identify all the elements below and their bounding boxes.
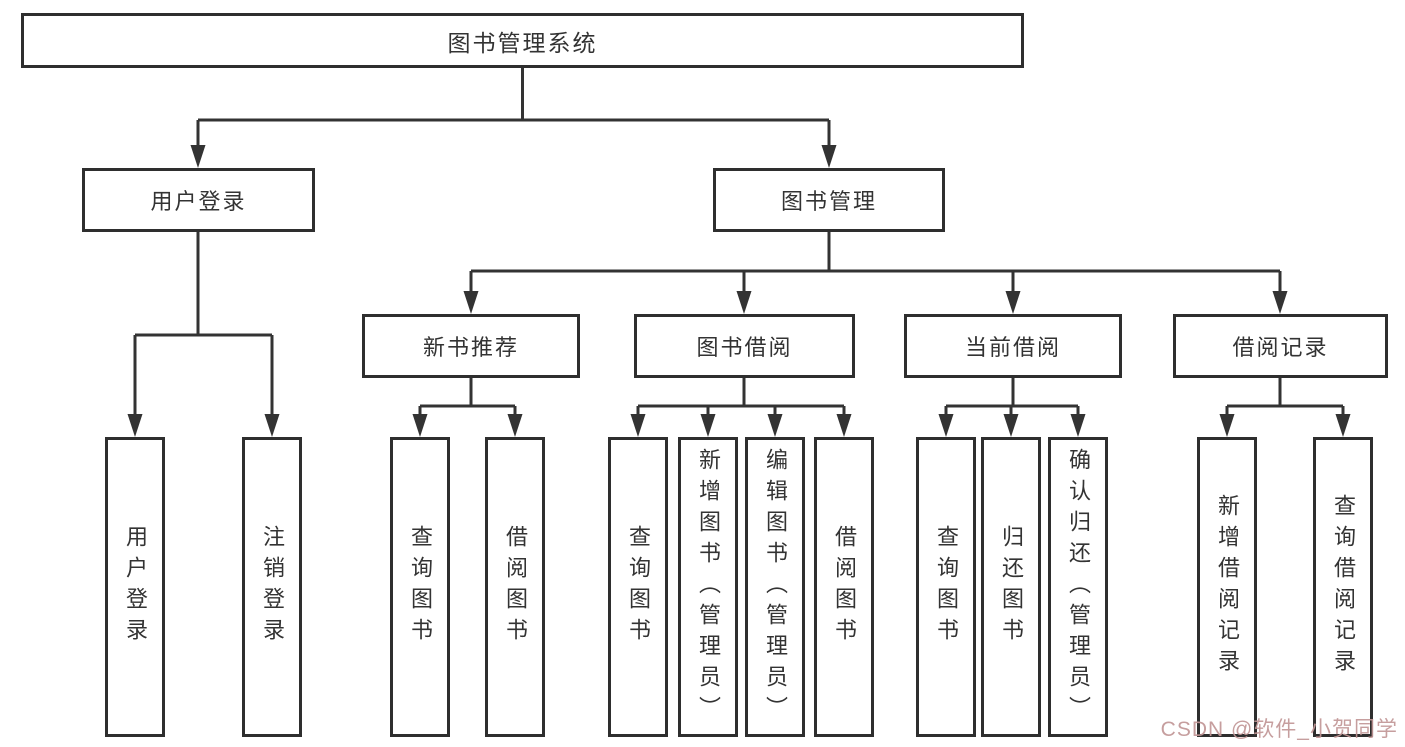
leaf-query-borrow-record: 查询借阅记录 — [1313, 437, 1373, 737]
node-new-book-recommend: 新书推荐 — [362, 314, 580, 378]
leaf-logout: 注销登录 — [242, 437, 302, 737]
leaf-edit-book-admin: 编辑图书（管理员） — [745, 437, 805, 737]
leaf-add-book-admin: 新增图书（管理员） — [678, 437, 738, 737]
node-user-login: 用户登录 — [82, 168, 315, 232]
node-book-borrow: 图书借阅 — [634, 314, 855, 378]
leaf-query-book: 查询图书 — [390, 437, 450, 737]
leaf-user-login: 用户登录 — [105, 437, 165, 737]
leaf-return-book: 归还图书 — [981, 437, 1041, 737]
node-current-borrow: 当前借阅 — [904, 314, 1122, 378]
leaf-borrow-book: 借阅图书 — [485, 437, 545, 737]
node-book-management: 图书管理 — [713, 168, 945, 232]
node-borrow-record: 借阅记录 — [1173, 314, 1388, 378]
leaf-add-borrow-record: 新增借阅记录 — [1197, 437, 1257, 737]
node-library-management-system: 图书管理系统 — [21, 13, 1024, 68]
leaf-borrow-book: 借阅图书 — [814, 437, 874, 737]
leaf-query-book: 查询图书 — [608, 437, 668, 737]
leaf-confirm-return-admin: 确认归还（管理员） — [1048, 437, 1108, 737]
leaf-query-book: 查询图书 — [916, 437, 976, 737]
